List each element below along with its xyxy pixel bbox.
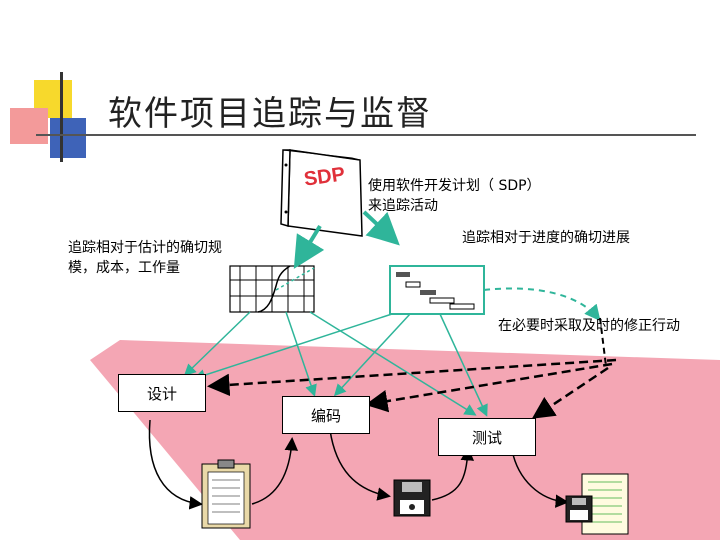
floppy-disk-artifact — [393, 479, 431, 517]
design-box: 设计 — [118, 374, 206, 412]
schedule-note: 追踪相对于进度的确切进展 — [462, 230, 630, 246]
decor-vertical-line — [60, 72, 63, 162]
schedule-gantt — [389, 265, 485, 315]
decor-red-square — [10, 108, 48, 144]
decor-horizontal-line — [36, 134, 696, 136]
plan-note: 使用软件开发计划（ SDP）来追踪活动 — [368, 178, 534, 214]
testing-box: 测试 — [438, 418, 536, 456]
sdp-binder — [280, 149, 363, 237]
estimate-note: 追踪相对于估计的确切规模，成本，工作量 — [68, 240, 222, 276]
decor-blue-square — [50, 118, 86, 158]
test-report-artifact — [565, 473, 629, 535]
coding-box: 编码 — [282, 396, 370, 434]
estimate-chart — [229, 265, 315, 313]
clipboard-artifact — [201, 459, 251, 529]
page-title: 软件项目追踪与监督 — [108, 94, 432, 134]
corrective-note: 在必要时采取及时的修正行动 — [498, 318, 680, 334]
